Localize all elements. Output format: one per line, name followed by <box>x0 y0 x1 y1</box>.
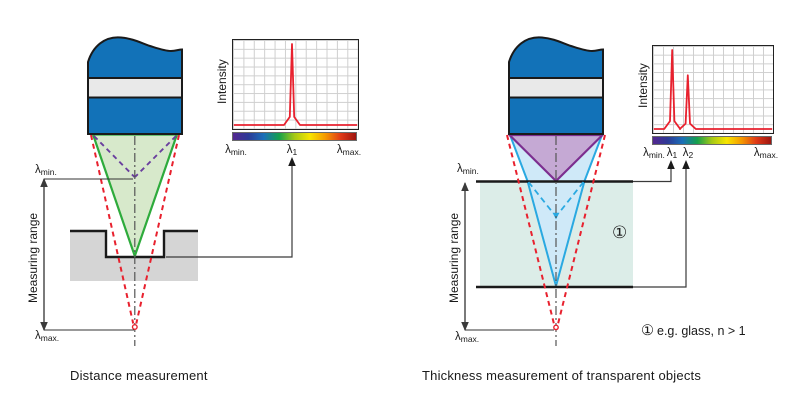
note-marker-icon: ① <box>641 323 654 339</box>
object-material-marker: ① <box>612 223 628 242</box>
right-chart-connector-bottom-surface <box>633 160 690 288</box>
left-chart-connector <box>166 157 296 258</box>
left-upper-focus-rays <box>93 135 177 178</box>
right-lambda-min-label: λmin. <box>457 163 479 176</box>
left-spectrum-xlabel-min: λmin. <box>225 144 247 157</box>
right-spectrum-xlabel-max: λmax. <box>753 147 779 160</box>
right-sensor-head <box>508 36 604 135</box>
right-caption: Thickness measurement of transparent obj… <box>422 368 702 383</box>
left-outer-rays <box>90 134 180 331</box>
left-spectrum-ylabel: Intensity <box>215 59 229 104</box>
right-measuring-range-axis <box>461 182 554 331</box>
right-spectrum-chart <box>652 45 774 134</box>
left-caption: Distance measurement <box>70 368 208 383</box>
right-spectrum-xlabel-2: λ2 <box>682 147 694 160</box>
left-spectrum-curve <box>233 43 358 126</box>
left-lambda-max-label: λmax. <box>35 330 60 343</box>
left-spectrum-xlabel-1: λ1 <box>286 144 298 157</box>
right-object-surfaces <box>476 180 633 289</box>
right-measuring-range-label: Measuring range <box>447 212 461 303</box>
right-spectrum-xlabel-min: λmin. <box>643 147 665 160</box>
right-spectrum-curve <box>653 49 773 130</box>
right-outer-rays <box>506 134 606 331</box>
left-spectrum-gradient-bar <box>232 132 357 141</box>
right-spectrum-xlabel-1: λ1 <box>666 147 678 160</box>
left-spectrum-chart <box>232 39 359 130</box>
right-chart-connector-top-surface <box>633 160 675 183</box>
right-spectrum-ylabel: Intensity <box>636 63 650 108</box>
left-lambda-min-label: λmin. <box>35 164 57 177</box>
left-spectrum-xlabel-max: λmax. <box>336 144 362 157</box>
left-measuring-range-label: Measuring range <box>26 212 40 303</box>
left-sensor-head <box>87 36 183 135</box>
right-lambda-max-label: λmax. <box>455 331 480 344</box>
right-spectrum-gradient-bar <box>652 136 772 145</box>
left-measuring-range-axis <box>40 178 134 331</box>
